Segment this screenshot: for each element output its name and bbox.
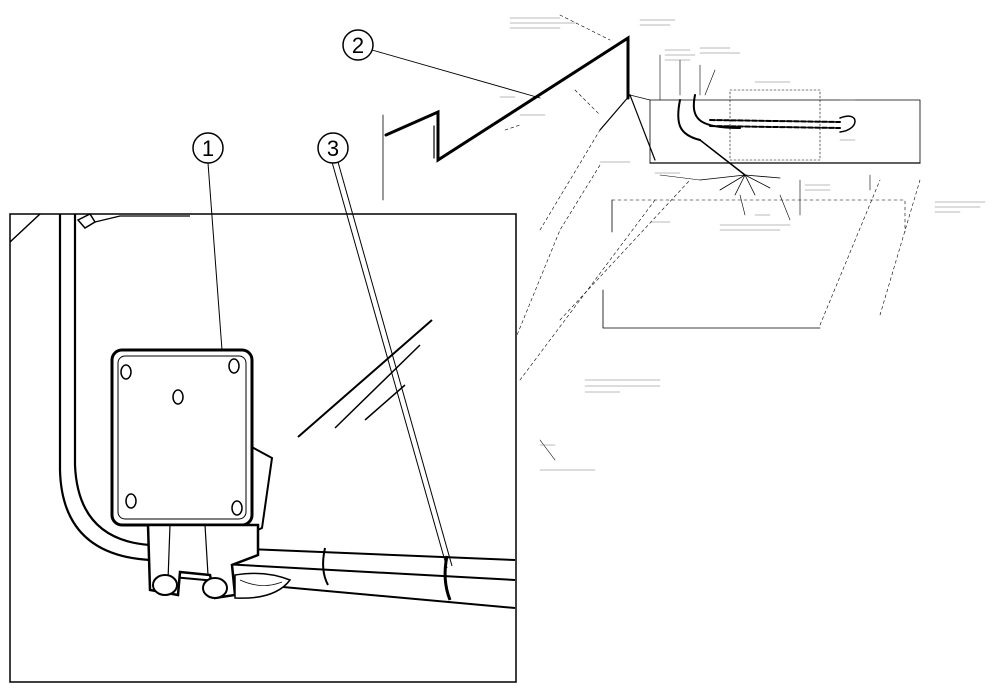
control-box bbox=[729, 89, 821, 161]
callout-1: 1 bbox=[192, 132, 224, 351]
bar-band-left bbox=[322, 547, 329, 586]
wire-harness-b bbox=[692, 94, 741, 129]
clamp-bracket-ribs bbox=[167, 524, 209, 581]
callout-3-leader bbox=[331, 161, 448, 569]
callout-1-leader bbox=[207, 162, 223, 351]
wire-harness-d bbox=[709, 125, 841, 129]
dashboard-outline bbox=[629, 94, 921, 164]
connector-spider bbox=[699, 174, 781, 196]
lower-box-top bbox=[611, 199, 906, 233]
callout-3-number: 3 bbox=[327, 136, 339, 161]
windshield-edge-outline bbox=[384, 35, 630, 163]
fine-print-marks bbox=[499, 17, 986, 471]
floor-outline bbox=[602, 289, 821, 329]
clamp-knob-left bbox=[152, 574, 178, 596]
upper-rail bbox=[94, 215, 190, 223]
detail-inset bbox=[9, 213, 517, 683]
bolt-center bbox=[172, 389, 184, 405]
callout-2: 2 bbox=[342, 29, 374, 61]
glass-reflection-2 bbox=[334, 344, 421, 429]
callout-2-number: 2 bbox=[352, 33, 364, 58]
frame-tube-inner bbox=[73, 214, 151, 547]
wire-drop bbox=[699, 139, 746, 176]
glass-reflection-1 bbox=[297, 319, 433, 438]
callout-2-leader bbox=[371, 49, 541, 99]
support-strut bbox=[599, 93, 656, 161]
overview-schematic bbox=[371, 14, 986, 471]
inset-frame bbox=[9, 213, 517, 683]
bar-saddle-line bbox=[239, 579, 283, 586]
callout-1-circle bbox=[192, 132, 224, 164]
bar-strap bbox=[443, 555, 452, 601]
bolt-top-right bbox=[228, 358, 240, 374]
inset-corner-trim bbox=[9, 213, 41, 243]
bolt-top-left bbox=[120, 364, 132, 380]
callout-3-leader-b bbox=[337, 161, 453, 567]
callout-2-circle bbox=[342, 29, 374, 61]
bolt-bottom-left bbox=[125, 493, 137, 509]
mounting-plate-inner bbox=[117, 355, 247, 520]
callout-1-number: 1 bbox=[202, 136, 214, 161]
glass-reflection-3 bbox=[364, 384, 406, 421]
bolt-bottom-right bbox=[231, 500, 243, 516]
clamp-knob-right bbox=[202, 577, 228, 599]
plate-bolts bbox=[120, 358, 243, 516]
frame-tube-outer bbox=[58, 214, 151, 562]
dashed-leaders bbox=[504, 14, 921, 381]
wire-harness-c bbox=[709, 119, 841, 123]
annotation-ticks bbox=[539, 54, 871, 461]
callout-3-circle bbox=[317, 132, 349, 164]
wire-harness-a bbox=[677, 99, 701, 141]
wire-loop bbox=[839, 115, 856, 133]
callout-3: 3 bbox=[317, 132, 453, 569]
